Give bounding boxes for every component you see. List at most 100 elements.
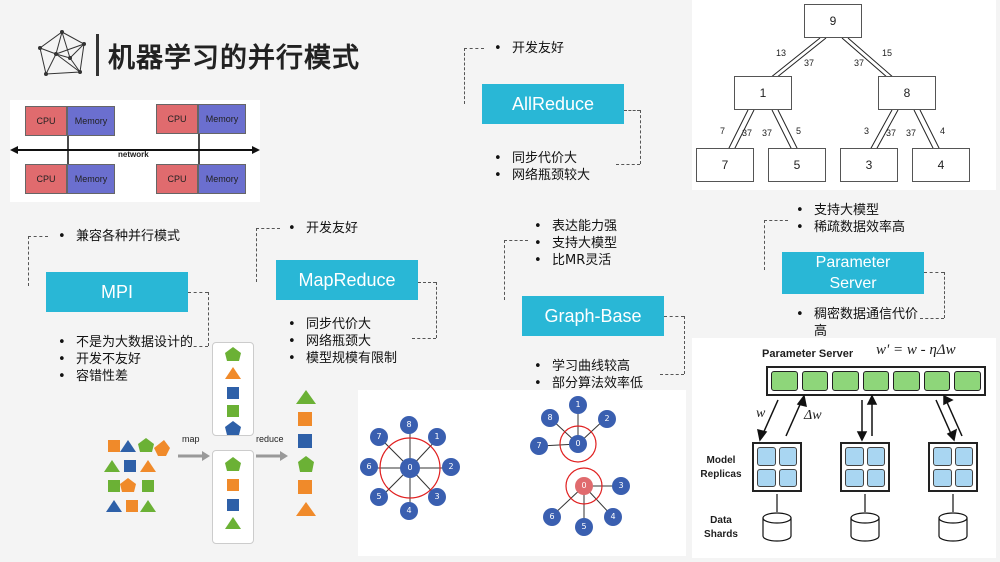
allreduce-pros: 开发友好 xyxy=(488,40,564,57)
connector xyxy=(660,374,684,375)
list-item: 不是为大数据设计的 xyxy=(52,334,202,351)
ps-dw-label: Δw xyxy=(804,408,822,423)
list-item: 同步代价大 xyxy=(488,150,590,167)
ps-pros: 支持大模型 稀疏数据效率高 xyxy=(790,202,905,236)
graph-node: 8 xyxy=(400,416,418,434)
cpu-block: CPU xyxy=(25,164,67,194)
map-output-group xyxy=(212,450,254,544)
reduce-output-column xyxy=(292,388,320,528)
list-item: 支持大模型 xyxy=(528,235,617,252)
graph-node: 6 xyxy=(543,508,561,526)
mapreduce-cons: 同步代价大 网络瓶颈大 模型规模有限制 xyxy=(282,316,397,367)
ps-diagram-title: Parameter Server xyxy=(762,348,854,360)
list-item: 网络瓶颈大 xyxy=(282,333,397,350)
edge-label: 4 xyxy=(940,126,946,136)
graph-pros: 表达能力强 支持大模型 比MR灵活 xyxy=(528,218,617,269)
connector xyxy=(188,292,208,293)
parameter-server-diagram: Parameter Server w' = w - ηΔw w Δw Model… xyxy=(692,338,996,558)
list-item: 网络瓶颈较大 xyxy=(488,167,590,184)
graph-node: 4 xyxy=(400,502,418,520)
graph-node: 7 xyxy=(530,437,548,455)
reduce-arrow-icon xyxy=(256,446,288,461)
edge-label: 37 xyxy=(804,58,815,68)
network-label: network xyxy=(118,150,149,159)
edge-label: 15 xyxy=(882,48,893,58)
list-item: 模型规模有限制 xyxy=(282,350,397,367)
connector xyxy=(624,110,640,111)
edge-label: 37 xyxy=(854,58,865,68)
memory-block: Memory xyxy=(198,104,246,134)
model-replica xyxy=(840,442,890,492)
connector xyxy=(616,164,640,165)
allreduce-box: AllReduce xyxy=(482,84,624,124)
page-title: 机器学习的并行模式 xyxy=(108,43,360,74)
list-item: 稠密数据通信代价高 xyxy=(790,306,930,340)
model-replicas-label: Model Replicas xyxy=(700,455,742,480)
reduce-label: reduce xyxy=(256,434,284,444)
ps-formula: w' = w - ηΔw xyxy=(876,342,956,358)
graph-cons: 学习曲线较高 部分算法效率低 xyxy=(528,358,643,392)
list-item: 开发友好 xyxy=(282,220,358,237)
graph-node: 7 xyxy=(370,428,388,446)
memory-block: Memory xyxy=(67,106,115,136)
list-item: 部分算法效率低 xyxy=(528,375,643,392)
data-shards-label: Data Shards xyxy=(704,515,738,540)
connector xyxy=(640,110,641,164)
map-label: map xyxy=(182,434,200,444)
allreduce-tree-diagram: 9 1 8 7 5 3 4 13 37 37 15 7 37 37 5 3 37… xyxy=(692,0,996,190)
graph-node: 4 xyxy=(604,508,622,526)
graph-node-center: 0 xyxy=(569,435,587,453)
graph-node: 5 xyxy=(370,488,388,506)
graph-diagram: 0 1 2 3 4 5 6 7 8 0 1 2 7 8 0 3 4 5 6 xyxy=(358,390,686,556)
list-item: 同步代价大 xyxy=(282,316,397,333)
data-shards xyxy=(762,494,968,542)
memory-block: Memory xyxy=(198,164,246,194)
connector xyxy=(664,316,684,317)
map-output-group xyxy=(212,342,254,436)
edge-label: 7 xyxy=(720,126,726,136)
hardware-diagram: CPU Memory CPU Memory CPU Memory CPU Mem… xyxy=(10,100,260,202)
parameter-server-box: Parameter Server xyxy=(782,252,924,294)
mpi-pros: 兼容各种并行模式 xyxy=(52,228,180,245)
graph-node: 2 xyxy=(598,410,616,428)
edge-label: 13 xyxy=(776,48,787,58)
logo-icon xyxy=(34,28,90,80)
map-arrow-icon xyxy=(178,446,210,461)
tree-leaf-node: 3 xyxy=(840,148,898,182)
tree-mid-node: 8 xyxy=(878,76,936,110)
connector xyxy=(418,282,436,283)
graph-node-center: 0 xyxy=(400,458,420,478)
list-item: 学习曲线较高 xyxy=(528,358,643,375)
connector xyxy=(764,220,788,221)
tree-leaf-node: 4 xyxy=(912,148,970,182)
ps-arrows xyxy=(757,394,963,442)
connector xyxy=(464,48,484,49)
mapreduce-box: MapReduce xyxy=(276,260,418,300)
list-item: 开发不友好 xyxy=(52,351,202,368)
tree-leaf-node: 7 xyxy=(696,148,754,182)
graph-node: 1 xyxy=(569,396,587,414)
edge-label: 5 xyxy=(796,126,802,136)
edge-label: 37 xyxy=(742,128,753,138)
graph-node: 8 xyxy=(541,409,559,427)
list-item: 兼容各种并行模式 xyxy=(52,228,180,245)
tree-root-node: 9 xyxy=(804,4,862,38)
mpi-box: MPI xyxy=(46,272,188,312)
edge-label: 37 xyxy=(906,128,917,138)
connector xyxy=(504,240,528,241)
memory-block: Memory xyxy=(67,164,115,194)
connector xyxy=(256,228,280,229)
mapreduce-pros: 开发友好 xyxy=(282,220,358,237)
graph-node-center: 0 xyxy=(575,477,593,495)
list-item: 表达能力强 xyxy=(528,218,617,235)
connector xyxy=(436,282,437,338)
cpu-block: CPU xyxy=(156,164,198,194)
cpu-block: CPU xyxy=(156,104,198,134)
ps-server-bar xyxy=(766,366,986,396)
edge-label: 37 xyxy=(762,128,773,138)
connector xyxy=(920,318,944,319)
graph-node: 3 xyxy=(428,488,446,506)
connector xyxy=(944,272,945,318)
connector xyxy=(684,316,685,374)
list-item: 开发友好 xyxy=(488,40,564,57)
